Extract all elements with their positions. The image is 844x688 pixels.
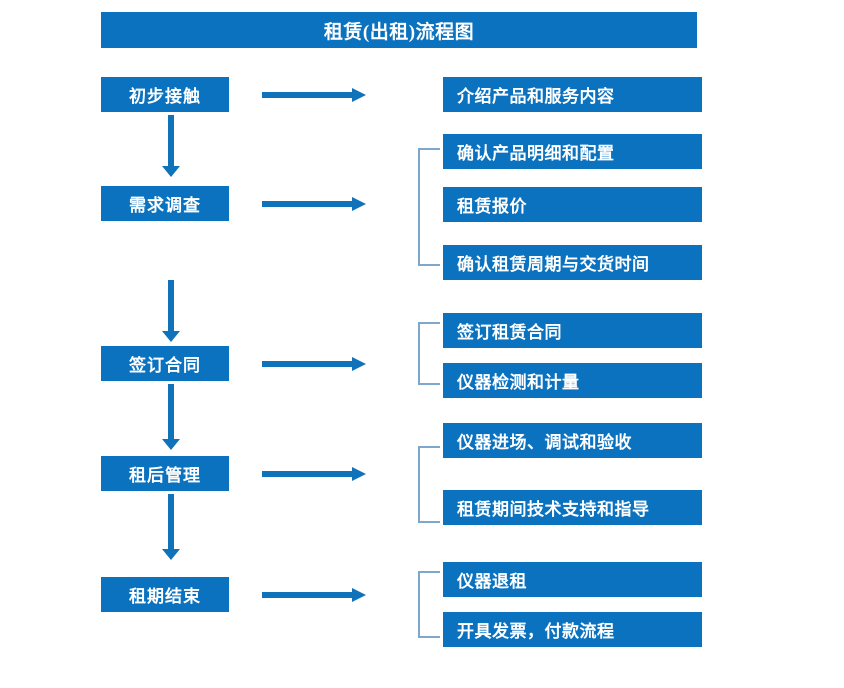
detail-box-3-1[interactable]: 签订租赁合同 <box>443 313 702 348</box>
stage-box-1[interactable]: 初步接触 <box>101 77 229 112</box>
arrow-head <box>162 331 180 342</box>
stage-box-5[interactable]: 租期结束 <box>101 577 229 612</box>
detail-box-2-2[interactable]: 租赁报价 <box>443 187 702 222</box>
arrow-head <box>162 549 180 560</box>
arrow-stem <box>168 280 174 331</box>
horizontal-arrow-4 <box>262 465 366 483</box>
detail-box-2-3[interactable]: 确认租赁周期与交货时间 <box>443 245 702 280</box>
diagram-title: 租赁(出租)流程图 <box>101 12 697 48</box>
detail-box-2-1[interactable]: 确认产品明细和配置 <box>443 134 702 169</box>
stage-box-3[interactable]: 签订合同 <box>101 346 229 381</box>
stage-box-4[interactable]: 租后管理 <box>101 456 229 491</box>
group-bracket-5 <box>418 571 440 638</box>
arrow-head <box>352 88 366 102</box>
arrow-stem <box>262 201 354 207</box>
horizontal-arrow-1 <box>262 86 366 104</box>
arrow-head <box>162 166 180 177</box>
arrow-stem <box>168 384 174 439</box>
vertical-arrow-4 <box>159 494 183 560</box>
arrow-stem <box>168 115 174 166</box>
vertical-arrow-2 <box>159 280 183 342</box>
vertical-arrow-1 <box>159 115 183 177</box>
detail-box-4-2[interactable]: 租赁期间技术支持和指导 <box>443 490 702 525</box>
detail-box-4-1[interactable]: 仪器进场、调试和验收 <box>443 423 702 458</box>
arrow-head <box>352 467 366 481</box>
arrow-head <box>352 197 366 211</box>
detail-box-1-1[interactable]: 介绍产品和服务内容 <box>443 77 702 112</box>
horizontal-arrow-3 <box>262 355 366 373</box>
horizontal-arrow-5 <box>262 586 366 604</box>
horizontal-arrow-2 <box>262 195 366 213</box>
arrow-stem <box>262 361 354 367</box>
arrow-stem <box>262 92 354 98</box>
group-bracket-3 <box>418 322 440 385</box>
arrow-head <box>352 588 366 602</box>
arrow-head <box>352 357 366 371</box>
detail-box-5-2[interactable]: 开具发票，付款流程 <box>443 612 702 647</box>
detail-box-5-1[interactable]: 仪器退租 <box>443 562 702 597</box>
arrow-stem <box>262 471 354 477</box>
detail-box-3-2[interactable]: 仪器检测和计量 <box>443 363 702 398</box>
arrow-stem <box>168 494 174 549</box>
arrow-stem <box>262 592 354 598</box>
stage-box-2[interactable]: 需求调查 <box>101 186 229 221</box>
vertical-arrow-3 <box>159 384 183 450</box>
group-bracket-4 <box>418 446 440 523</box>
arrow-head <box>162 439 180 450</box>
group-bracket-2 <box>418 148 440 266</box>
